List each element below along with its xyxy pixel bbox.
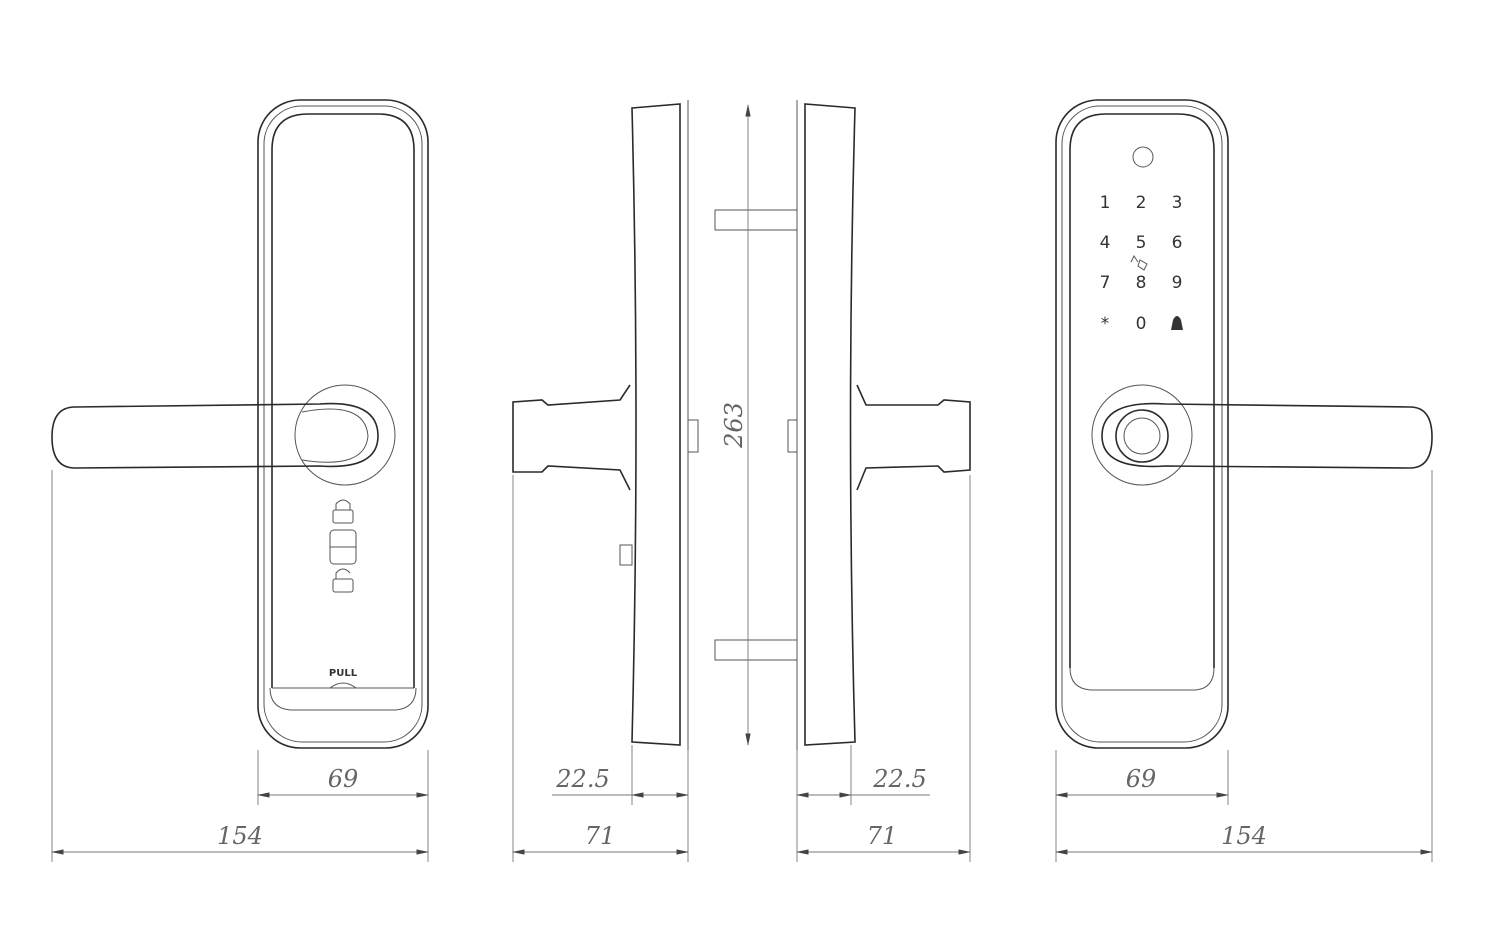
side-switch-profile: [619, 544, 633, 566]
side-view: 263: [512, 100, 971, 750]
key-0[interactable]: 0: [1136, 314, 1147, 334]
key-4[interactable]: 4: [1100, 233, 1111, 253]
key-5[interactable]: 5: [1136, 233, 1147, 253]
key-7[interactable]: 7: [1100, 273, 1111, 293]
outside-plate-inner-edge: [1061, 105, 1223, 743]
top-sensor[interactable]: [1132, 146, 1154, 168]
pull-label: PULL: [329, 668, 358, 679]
fingerprint-sensor[interactable]: [1115, 409, 1169, 463]
outside-view: 1 2 3 4 5 6 7 8 9 * 0: [1055, 99, 1433, 749]
fingerprint-sensor-inner-ring: [1123, 417, 1161, 455]
side-lever-right: [856, 384, 971, 491]
front-total-dimension: 154: [217, 822, 263, 850]
inside-plate-inner-edge: [263, 105, 423, 743]
key-9[interactable]: 9: [1172, 273, 1183, 293]
mounting-bolt-top: [714, 209, 798, 231]
inside-panel: [271, 113, 415, 688]
side-body-right: [804, 103, 856, 746]
key-3[interactable]: 3: [1172, 193, 1183, 213]
side-lever-left: [512, 384, 631, 491]
inside-view: PULL: [51, 99, 429, 749]
spindle-stub-left: [687, 419, 699, 453]
unlock-icon: [332, 568, 354, 593]
dimensions: 69 154 22.5 71 22.5 71 69 154: [51, 470, 1433, 862]
key-2[interactable]: 2: [1136, 193, 1147, 213]
card-reader-icon: [1130, 255, 1148, 271]
key-1[interactable]: 1: [1100, 193, 1111, 213]
rosette: [294, 384, 396, 486]
left-depth-dimension: 71: [585, 822, 616, 850]
outside-plate-outline: [1055, 99, 1229, 749]
key-6[interactable]: 6: [1172, 233, 1183, 253]
left-thickness-dimension: 22.5: [555, 765, 609, 793]
key-star[interactable]: *: [1101, 314, 1110, 334]
keypad-panel: [1069, 113, 1215, 668]
pull-notch: [329, 682, 357, 689]
doorbell-icon[interactable]: [1171, 316, 1183, 330]
lever-neck-outline: [301, 408, 369, 463]
right-thickness-dimension: 22.5: [872, 765, 926, 793]
front-width-dimension: 69: [328, 765, 359, 793]
key-8[interactable]: 8: [1136, 273, 1147, 293]
keypad-panel-bottom: [1069, 667, 1215, 691]
height-dimension: 263: [720, 402, 748, 449]
inside-bottom-lip: [269, 687, 417, 711]
keypad-total-dimension: 154: [1221, 822, 1267, 850]
side-body-left: [631, 103, 681, 746]
rosette: [1091, 384, 1193, 486]
keypad-width-dimension: 69: [1126, 765, 1157, 793]
inside-plate-outline: [257, 99, 429, 749]
mounting-bolt-bottom: [714, 639, 798, 661]
lever-handle[interactable]: [1101, 402, 1433, 469]
lever-handle[interactable]: [51, 402, 379, 469]
keypad: 1 2 3 4 5 6 7 8 9 * 0: [1100, 193, 1183, 334]
lock-icon: [332, 499, 354, 524]
spindle-stub-right: [787, 419, 798, 453]
right-depth-dimension: 71: [867, 822, 898, 850]
